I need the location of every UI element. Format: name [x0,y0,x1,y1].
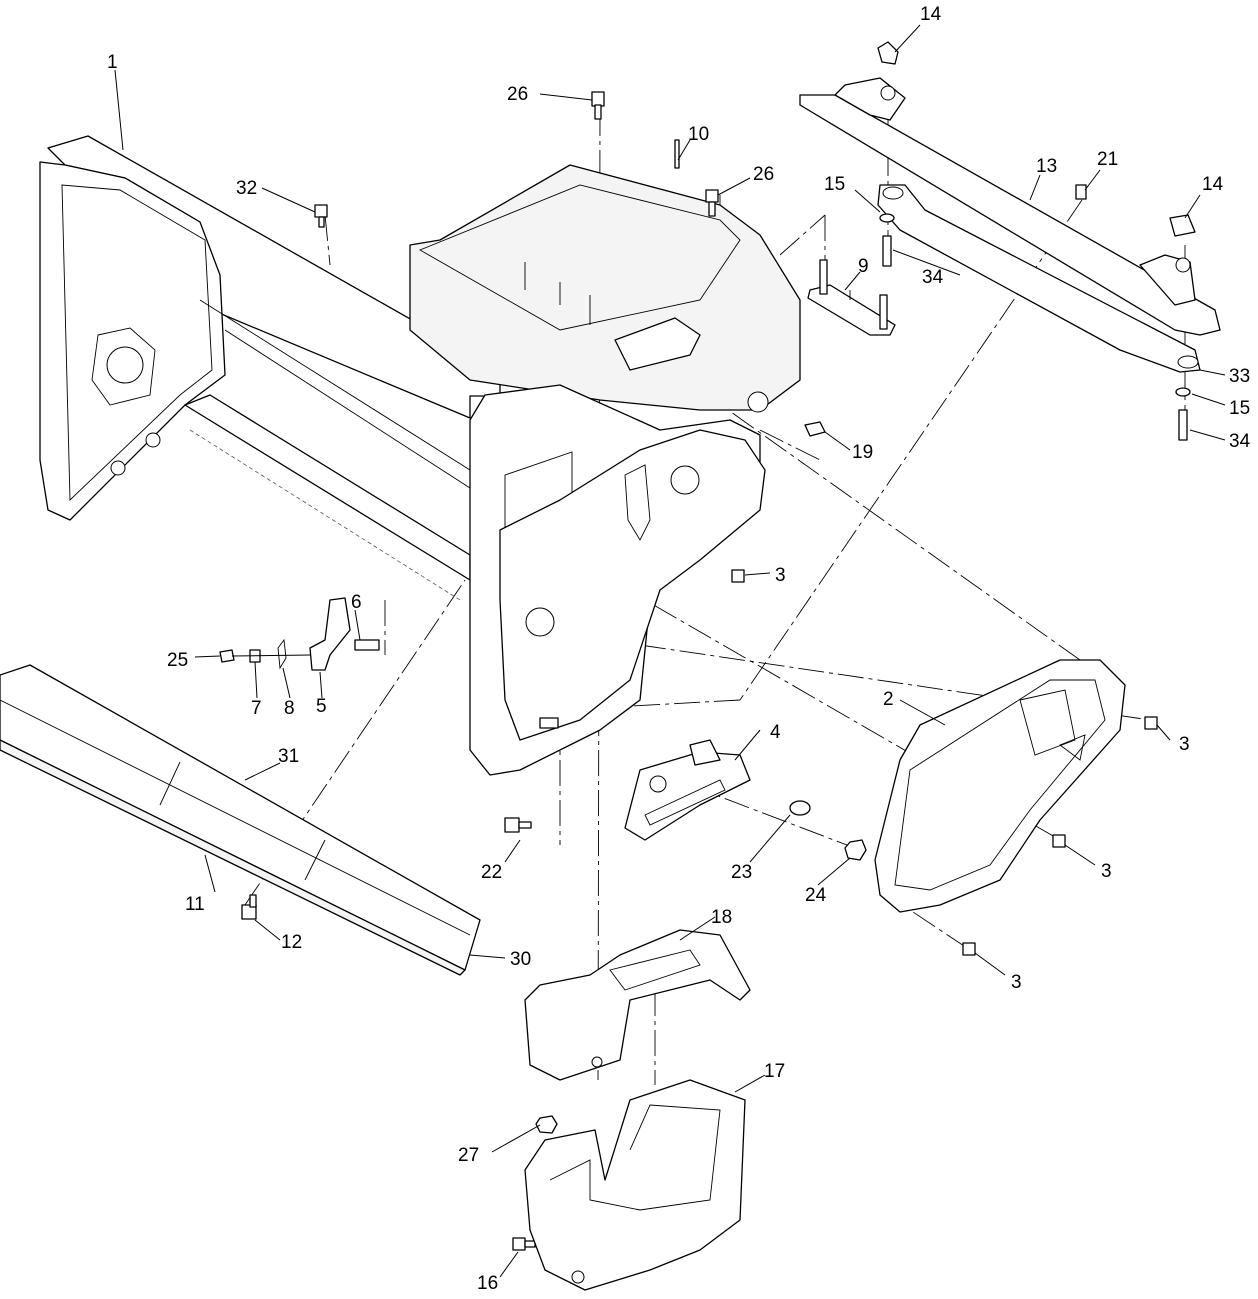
spring-8 [277,638,287,670]
bolt-26-top [591,91,605,107]
bolt-3-a [1144,716,1158,730]
bolt-16 [512,1237,526,1251]
chute-base-part-18 [524,929,751,1081]
callout-3-c: 3 [1011,972,1022,993]
nut-14-top [877,41,899,65]
callout-8: 8 [284,698,295,719]
callout-34-right: 34 [1229,431,1251,452]
callout-10: 10 [688,124,709,145]
washer-15-right [1175,387,1191,397]
fasteners [241,41,1196,1251]
bolt-12 [241,904,257,920]
washer-15-top [879,213,895,223]
linkage-assembly [219,597,380,671]
callout-17: 17 [764,1061,785,1082]
callout-3-a: 3 [1179,734,1190,755]
bolt-3-center [731,569,745,583]
callout-31: 31 [278,746,299,767]
leader-lines [114,24,1226,1278]
bolt-3-b [1052,834,1066,848]
clip-19 [804,421,826,437]
housing-part-1 [39,135,801,776]
chute-housing-part-17 [524,1079,746,1291]
callout-7: 7 [251,698,262,719]
callout-19: 19 [852,442,873,463]
callout-3-b: 3 [1101,861,1112,882]
callout-14-top: 14 [920,4,942,25]
callout-26-top: 26 [507,84,528,105]
pin-10 [674,139,680,169]
bolt-34-right [1178,409,1188,441]
bolt-26-right [705,189,719,203]
callout-27: 27 [458,1145,479,1166]
bolt-22 [504,817,520,833]
nut-27 [535,1115,558,1134]
bracket-5 [309,597,351,671]
plate-part-9 [807,259,896,336]
nut-24 [844,839,867,861]
callout-2: 2 [883,689,894,710]
cover-part-2 [874,659,1126,913]
callout-6: 6 [351,592,362,613]
callout-labels: 1 32 26 10 26 14 15 34 13 21 14 9 33 15 … [107,4,1251,1294]
callout-33: 33 [1229,366,1250,387]
callout-5: 5 [316,696,327,717]
bracket-part-4 [624,739,751,841]
callout-14-right: 14 [1202,174,1224,195]
callout-18: 18 [711,907,732,928]
callout-1: 1 [107,52,118,73]
callout-23: 23 [731,862,752,883]
callout-4: 4 [770,722,781,743]
callout-16: 16 [477,1273,498,1294]
bolt-32 [314,204,328,218]
washer-23 [789,800,811,816]
callout-22: 22 [481,862,502,883]
callout-32: 32 [236,178,257,199]
nut-14-right [1169,214,1196,237]
bolt-6 [354,639,380,651]
spacer-21 [1075,184,1087,200]
callout-21: 21 [1097,149,1118,170]
callout-15-top: 15 [824,174,845,195]
callout-13: 13 [1036,156,1057,177]
callout-24: 24 [805,885,827,906]
callout-15-right: 15 [1229,398,1250,419]
bolt-3-c [962,942,976,956]
callout-11: 11 [185,894,205,915]
callout-30: 30 [510,949,531,970]
bolt-34-top [882,235,892,267]
callout-3-center: 3 [775,565,786,586]
callout-9: 9 [858,256,869,277]
callout-12: 12 [281,932,302,953]
pin-22b [539,717,559,729]
channel-part-13 [799,77,1221,373]
blade-part-30 [0,664,481,976]
callout-25: 25 [167,650,188,671]
cap-25 [219,649,235,663]
callout-34-top: 34 [922,267,944,288]
callout-26-right: 26 [753,164,774,185]
